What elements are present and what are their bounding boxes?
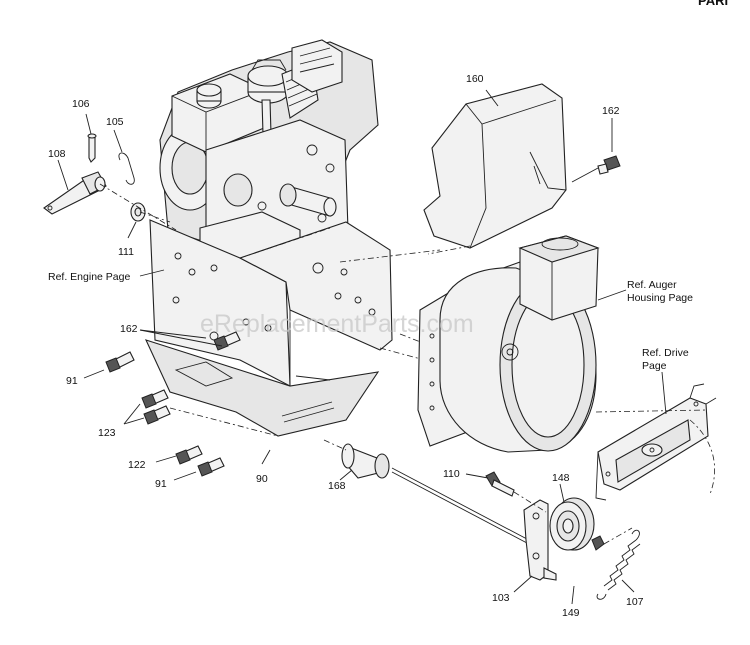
bolt-162-chute [571,155,621,183]
bolt-162-frame [213,331,241,351]
label-149: 149 [562,607,580,619]
label-103: 103 [492,592,510,604]
label-111: 111 [118,246,134,258]
washer-111 [130,202,146,222]
chute-housing-part-160 [423,83,567,249]
label-160: 160 [466,73,484,85]
label-91-lower: 91 [155,478,167,490]
page-header-text: PARI [698,0,728,8]
linkage-rod [391,467,545,549]
label-90: 90 [256,473,268,485]
bolt-91-lower [197,457,225,477]
pulley-148 [549,497,595,551]
label-91-upper: 91 [66,375,78,387]
label-ref-drive-1: Ref. Drive [642,347,689,359]
label-105: 105 [106,116,124,128]
label-107: 107 [626,596,644,608]
label-162-chute: 162 [602,105,620,117]
label-ref-auger-1: Ref. Auger [627,279,677,291]
spring-107 [596,529,641,600]
label-110: 110 [443,468,460,480]
label-168: 168 [328,480,346,492]
reference-line [169,407,279,437]
reference-line [139,211,171,223]
frame-part-90 [144,219,393,437]
reference-line [427,245,471,255]
reference-line [689,419,716,495]
pin-106 [87,133,97,163]
watermark: eReplacementParts.com [200,310,474,338]
label-108: 108 [48,148,66,160]
idler-bracket-103 [523,499,557,581]
reference-line [339,249,441,263]
reference-line [239,227,331,259]
bolt-91-upper [105,351,135,373]
label-ref-engine-page: Ref. Engine Page [48,271,130,283]
hairpin-105 [118,152,135,185]
label-162-frame: 162 [120,323,138,335]
label-ref-drive-2: Page [642,360,667,372]
drive-bracket [595,383,717,501]
reference-line [99,183,177,231]
leader-lines [57,89,667,605]
bolt-110 [485,471,515,497]
engine-assembly [159,39,379,269]
reference-line [513,491,547,513]
nut-149 [591,535,605,551]
bolts-123 [141,389,171,425]
label-123: 123 [98,427,116,439]
label-148: 148 [552,472,570,484]
label-ref-auger-2: Housing Page [627,292,693,304]
auger-housing [417,235,600,453]
label-106: 106 [72,98,90,110]
label-122: 122 [128,459,146,471]
reference-line [323,439,347,451]
link-108 [43,171,107,215]
bolt-122 [175,445,203,465]
reference-line [595,409,707,413]
spacer-168 [341,443,390,479]
linkage-rod [391,471,545,553]
reference-line [603,527,633,545]
